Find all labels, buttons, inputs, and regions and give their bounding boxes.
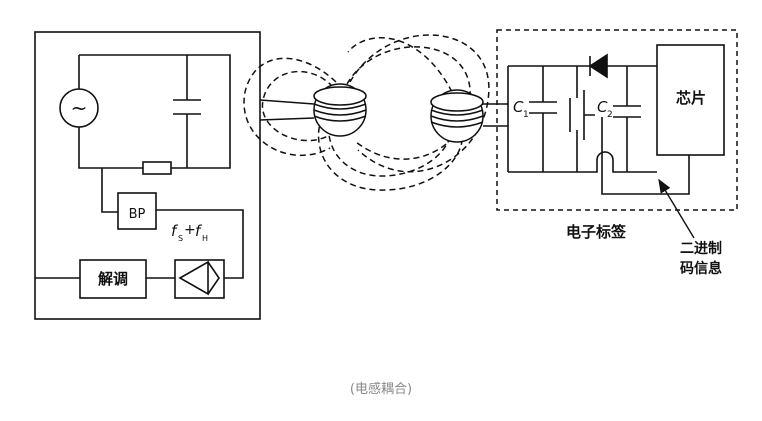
switch-element <box>569 66 595 172</box>
tag-circuit <box>507 44 725 195</box>
binary-feedback-wire <box>601 117 690 195</box>
chip-box <box>656 44 725 156</box>
reader-antenna-coil <box>259 83 367 137</box>
series-resistor <box>142 161 172 175</box>
demod-label: 解调 <box>98 270 128 288</box>
demod-box <box>79 259 147 299</box>
field-line-6 <box>327 89 453 177</box>
bp-filter-box <box>117 192 157 230</box>
field-line-1 <box>243 57 337 157</box>
c1-letter: C <box>513 98 524 116</box>
c2-label: C 2 <box>597 98 613 120</box>
ac-source-symbol: ~ <box>71 96 88 120</box>
reader-group <box>34 31 261 320</box>
c2-letter: C <box>597 98 608 116</box>
c1-subscript: 1 <box>523 110 529 120</box>
freq-sub-h: H <box>202 234 208 243</box>
detector-symbol <box>178 260 220 296</box>
chip-label: 芯片 <box>676 89 706 107</box>
lc-loop-wire <box>78 54 231 169</box>
diode <box>588 53 608 79</box>
reader-coil-leads <box>259 99 315 121</box>
field-lines <box>243 34 490 191</box>
tag-dashed-box <box>496 29 738 211</box>
capacitor-c1 <box>529 66 557 172</box>
capacitor-c2 <box>613 66 641 172</box>
bp-label: BP <box>129 207 146 222</box>
wire-to-bp <box>101 168 118 213</box>
reader-coil-top <box>313 86 367 106</box>
frequency-label: f S + f H <box>171 222 208 243</box>
detector-box <box>174 259 225 299</box>
freq-f2: f <box>195 222 203 240</box>
binary-info-line1: 二进制 <box>680 240 722 257</box>
binary-info-line2: 码信息 <box>680 260 722 277</box>
ac-source-circle <box>59 88 99 128</box>
lc-capacitor <box>173 55 201 168</box>
tag-label: 电子标签 <box>566 223 627 241</box>
wire-bp-to-detector <box>156 209 244 279</box>
tag-rails <box>507 65 657 173</box>
reader-outer-box <box>34 31 261 320</box>
field-line-5 <box>317 91 464 191</box>
c2-subscript: 2 <box>607 110 613 120</box>
tag-antenna-coil <box>430 89 508 143</box>
tag-coil-top <box>430 92 484 112</box>
freq-f1: f <box>171 222 179 240</box>
field-line-7 <box>347 37 453 93</box>
freq-plus: + <box>184 222 196 238</box>
tag-coil-leads <box>483 103 508 127</box>
figure-caption: (电感耦合) <box>349 382 413 397</box>
c1-label: C 1 <box>513 98 529 120</box>
freq-sub-s: S <box>178 234 183 243</box>
binary-info-arrow <box>658 178 695 239</box>
field-line-4 <box>346 46 471 160</box>
